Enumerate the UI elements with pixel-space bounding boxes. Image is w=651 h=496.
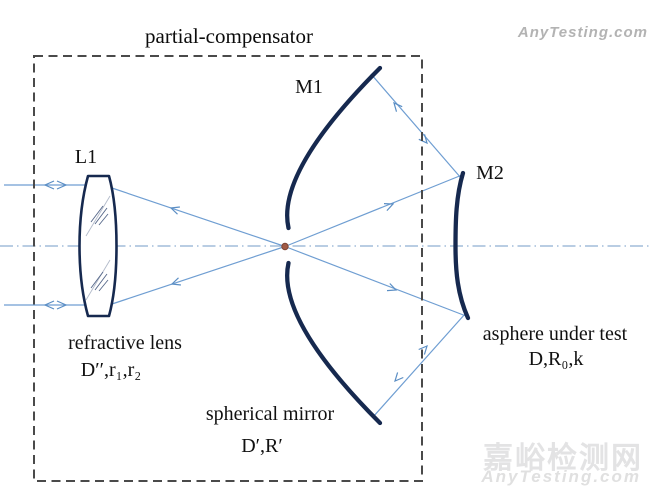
m1-upper-arc <box>285 65 383 231</box>
arrow-toward-lens-icon <box>170 277 181 286</box>
arrow-toward-lens-icon <box>169 206 180 215</box>
caption-asphere-under-test: asphere under test <box>482 323 628 345</box>
arrow-toward-m2-icon <box>418 344 428 355</box>
arrow-left-icon <box>43 180 55 190</box>
partial-compensator-boundary <box>33 55 423 482</box>
params-refractive-lens: D′′,r₁,r₂ <box>80 359 142 381</box>
spherical-mirror-m1 <box>285 65 383 426</box>
caption-refractive-lens: refractive lens <box>68 332 182 354</box>
label-m2: M2 <box>476 162 504 184</box>
arrow-toward-m2-icon <box>386 283 398 292</box>
diagram-title: partial-compensator <box>145 24 313 48</box>
m1-lower-arc <box>285 260 383 426</box>
arrow-toward-m2-icon <box>383 203 395 212</box>
ray-focus-to-m2-bottom <box>284 245 467 317</box>
watermark-jiayu-cn: 嘉峪检测网 <box>483 441 643 476</box>
arrow-left-icon <box>43 300 55 310</box>
ray-lens-top-to-focus <box>111 187 286 248</box>
watermark-anytesting-bottom: AnyTesting.com <box>481 467 641 486</box>
lens-glass-hatching <box>85 195 111 301</box>
focal-point-dot <box>281 242 289 251</box>
params-spherical-mirror: D′,R′ <box>241 435 283 457</box>
refractive-lens-l1 <box>78 174 118 318</box>
ray-lens-bottom-to-focus <box>111 245 286 305</box>
caption-spherical-mirror: spherical mirror <box>205 403 335 425</box>
arrow-right-icon <box>56 300 68 310</box>
ray-m1-top-to-m2 <box>370 73 462 179</box>
params-asphere-under-test: D,R₀,k <box>528 348 584 370</box>
ray-focus-to-m2-top <box>284 174 463 248</box>
ray-arrowheads <box>43 101 428 383</box>
light-rays <box>4 73 467 418</box>
label-l1: L1 <box>74 146 98 168</box>
ray-m1-bottom-to-m2 <box>372 313 466 418</box>
watermark-anytesting-top: AnyTesting.com <box>517 24 648 41</box>
arrow-toward-m1-icon <box>393 101 403 112</box>
asphere-mirror-m2 <box>453 170 471 321</box>
arrow-toward-m1-icon <box>394 372 404 383</box>
arrow-right-icon <box>56 180 68 190</box>
label-m1: M1 <box>295 76 323 98</box>
